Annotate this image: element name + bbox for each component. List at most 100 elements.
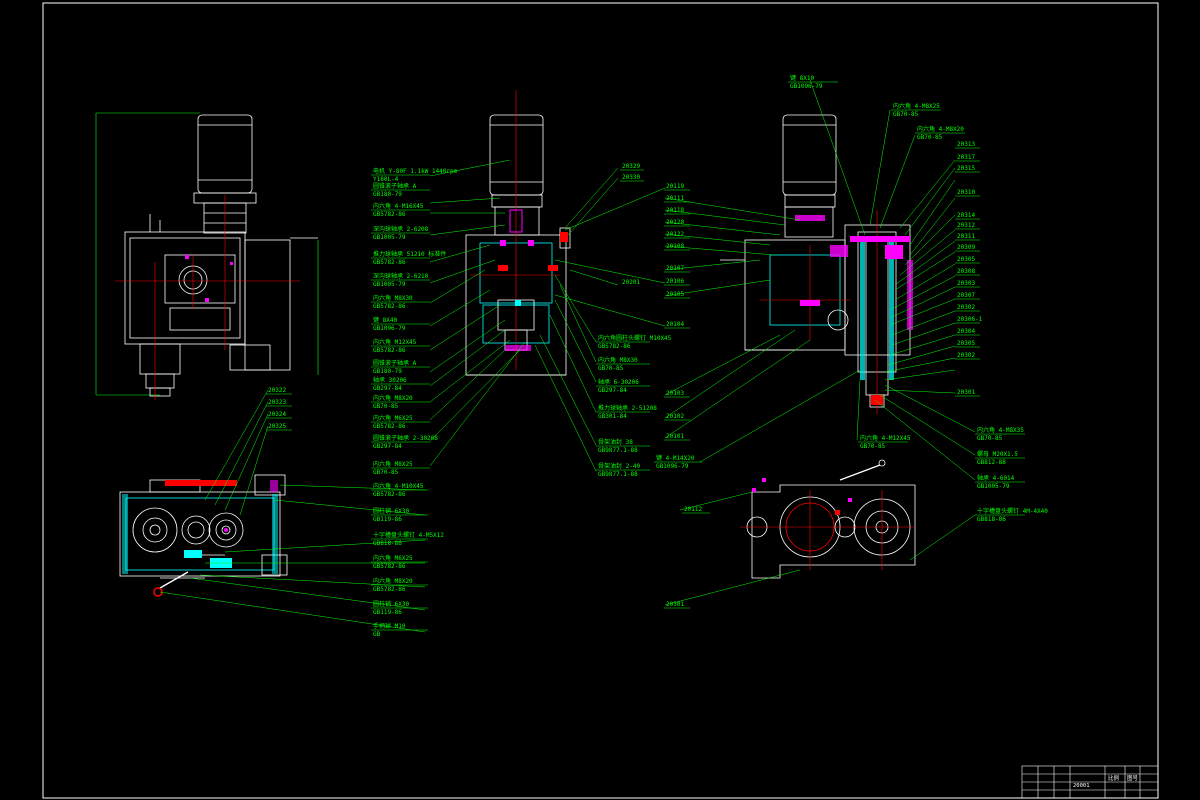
spec-label: 推力球轴承 2-51208 <box>598 404 657 412</box>
spec-label: GB5782-86 <box>373 347 406 354</box>
title-cell: 比例 <box>1108 774 1120 782</box>
spec-label: GB5782-86 <box>373 563 406 570</box>
spec-label: 手柄球 M10 <box>373 622 406 630</box>
spec-label: GB1005-79 <box>977 483 1010 490</box>
spec-label: GB297-84 <box>598 387 627 394</box>
part-number-label: 20112 <box>684 506 702 513</box>
spec-label: 圆锥滚子轴承 A <box>373 182 417 190</box>
part-number-label: 20107 <box>666 265 684 272</box>
part-number-label: 20329 <box>622 163 640 170</box>
part-number-label: 20302 <box>957 352 975 359</box>
base-plan-centerlines <box>740 490 915 570</box>
spec-label: GB70-85 <box>860 443 886 450</box>
spec-label: GB119-86 <box>373 516 402 523</box>
spec-label: 深沟球轴承 2-6210 <box>373 272 429 280</box>
spec-label: 内六角 4-M12X45 <box>860 434 911 442</box>
spec-label: 内六角 M8X30 <box>373 294 413 302</box>
spec-label: 十字槽盘头螺钉 4M-4X40 <box>977 507 1048 515</box>
spec-label: 内六角 4-M8X25 <box>893 102 940 110</box>
spec-label: GB812-88 <box>977 459 1006 466</box>
label-layer: 2032920330201192011120118201202012220108… <box>266 74 1139 789</box>
part-number-label: 20325 <box>268 423 286 430</box>
spec-label: 内六角 M8X25 <box>373 460 413 468</box>
spec-label: 轴承 4-6014 <box>977 474 1015 482</box>
main-section-accents <box>498 209 568 351</box>
part-number-label: 20103 <box>666 390 684 397</box>
spec-label: 轴承 6-30206 <box>598 378 639 386</box>
part-number-label: 20315 <box>957 165 975 172</box>
spec-label: 圆锥滚子轴承 2-30208 <box>373 434 438 442</box>
spindle-section-accents <box>795 215 913 405</box>
spec-label: GB70-85 <box>917 134 943 141</box>
front-elevation-centerlines <box>115 195 300 400</box>
part-number-label: 20304 <box>957 328 975 335</box>
spec-label: 内六角 4-M10X45 <box>373 482 424 490</box>
front-elevation-view <box>95 112 319 397</box>
spec-label: GB5782-86 <box>373 211 406 218</box>
part-number-label: 20322 <box>268 387 286 394</box>
part-number-label: 20120 <box>666 219 684 226</box>
spec-label: GB1096-79 <box>656 463 689 470</box>
spec-label: GB297-84 <box>373 385 402 392</box>
spec-label: GB70-85 <box>373 403 399 410</box>
spec-label: GB119-86 <box>373 609 402 616</box>
spec-label: Y180L-4 <box>373 176 399 183</box>
part-number-label: 20314 <box>957 212 975 219</box>
spec-label: GB9877.1-88 <box>598 471 638 478</box>
spec-label: 内六角 M6X25 <box>373 554 413 562</box>
part-number-label: 20102 <box>666 413 684 420</box>
title-block <box>1021 765 1159 799</box>
leader-lines <box>159 79 976 633</box>
part-number-label: 20305 <box>957 340 975 347</box>
spec-label: 内六角圆柱头螺钉 M10X45 <box>598 334 672 342</box>
spec-label: 内六角 M12X45 <box>373 338 417 346</box>
spec-label: 内六角 4-M16X45 <box>373 202 424 210</box>
spec-label: GB70-85 <box>598 365 624 372</box>
spec-label: 骨架油封 2-40 <box>598 462 640 470</box>
spec-label: GB9877.1-88 <box>598 447 638 454</box>
spec-label: GB818-86 <box>977 516 1006 523</box>
spec-label: GB <box>373 631 381 638</box>
part-number-label: 20104 <box>666 321 684 328</box>
title-cell: 图号 <box>1127 774 1139 782</box>
base-plan-view <box>746 459 916 579</box>
spec-label: 内六角 M8X30 <box>598 356 638 364</box>
part-number-label: 20313 <box>957 141 975 148</box>
spec-label: GB1005-79 <box>373 281 406 288</box>
spec-label: GB5782-86 <box>373 586 406 593</box>
part-number-label: 20106 <box>666 278 684 285</box>
front-elevation-accents <box>185 255 233 302</box>
spec-label: GB5782-86 <box>373 303 406 310</box>
spec-label: GB5782-86 <box>373 259 406 266</box>
part-number-label: 20303 <box>957 280 975 287</box>
part-number-label: 20309 <box>957 244 975 251</box>
part-number-label: 20308 <box>957 268 975 275</box>
spec-label: GB297-84 <box>373 443 402 450</box>
part-number-label: 20105 <box>666 291 684 298</box>
spec-label: 键 8X10 <box>790 74 814 82</box>
spec-label: GB1096-79 <box>790 83 823 90</box>
sheet-border <box>42 2 1159 799</box>
spec-label: 内六角 4-M8X35 <box>977 426 1024 434</box>
spec-label: 键 4-M14X20 <box>656 454 695 462</box>
part-number-label: 20122 <box>666 231 684 238</box>
spec-label: GB180-79 <box>373 368 402 375</box>
drawing-number: 20001 <box>1073 783 1090 789</box>
spec-label: GB70-85 <box>373 469 399 476</box>
part-number-label: 20301 <box>666 601 684 608</box>
spec-label: 深沟球轴承 2-6208 <box>373 225 429 233</box>
spec-label: 内六角 4-M8X20 <box>917 125 964 133</box>
spec-label: 轴承 30206 <box>373 376 407 384</box>
gearbox-section-hatch <box>122 480 278 597</box>
part-number-label: 20311 <box>957 233 975 240</box>
spec-label: 内六角 M8X20 <box>373 577 413 585</box>
part-number-label: 20312 <box>957 222 975 229</box>
spec-label: 内六角 M8X20 <box>373 394 413 402</box>
spec-label: 圆柱销 6X30 <box>373 600 409 608</box>
part-number-label: 20307 <box>957 292 975 299</box>
part-number-label: 20118 <box>666 207 684 214</box>
main-section-centerline <box>470 90 560 370</box>
spec-label: GB70-85 <box>893 111 919 118</box>
spec-label: GB301-84 <box>598 413 627 420</box>
part-number-label: 20305 <box>957 256 975 263</box>
